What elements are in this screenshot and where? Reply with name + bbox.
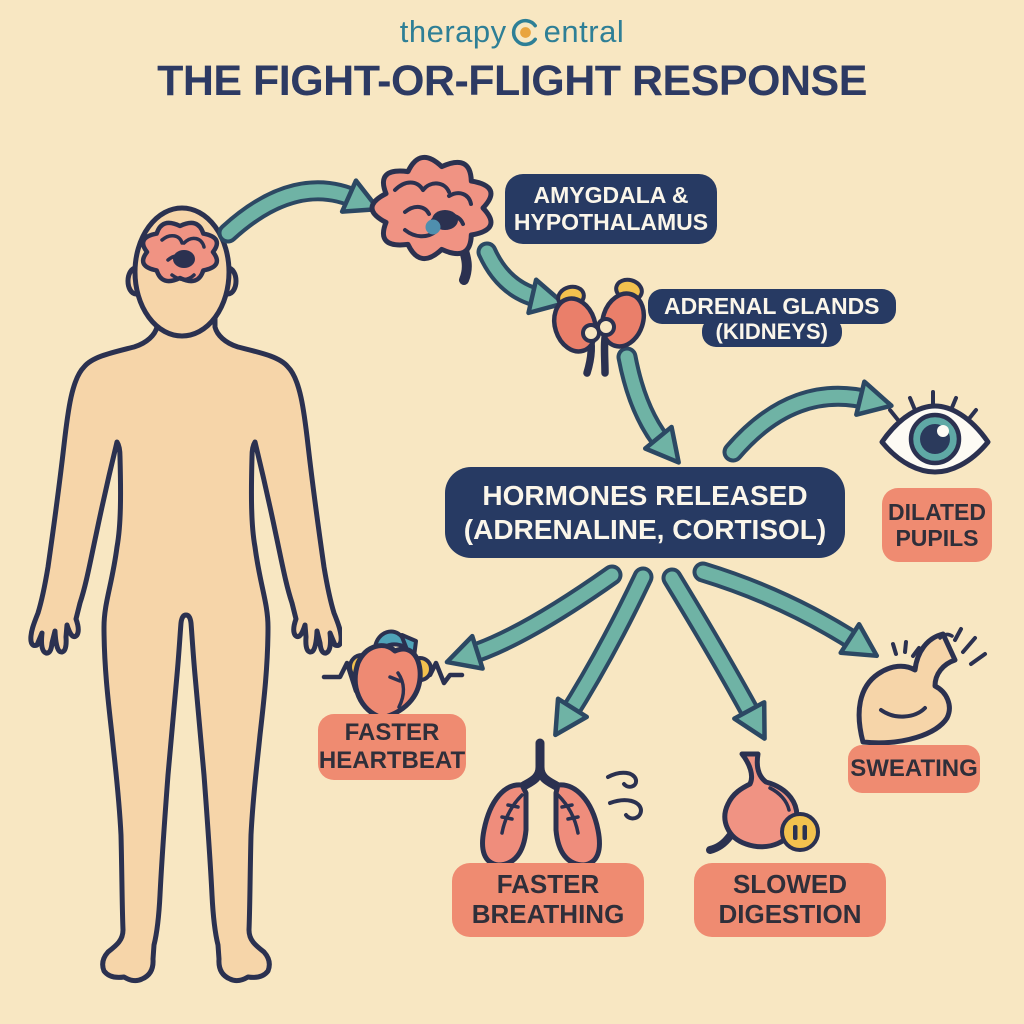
eye-icon: [879, 390, 991, 475]
badge-line: HYPOTHALAMUS: [513, 209, 709, 235]
arm-shape: [856, 631, 958, 746]
badge-line: ADRENAL GLANDS: [648, 289, 896, 324]
pause-bar-1: [793, 825, 798, 840]
badge-line: HEARTBEAT: [318, 747, 466, 774]
badge-line: BREATHING: [471, 899, 625, 929]
bicep-icon: [856, 627, 987, 746]
arrow-hormones-to-heart: [459, 568, 619, 663]
pause-bar-2: [802, 825, 807, 840]
arrow-hormones-to-bicep-head: [838, 621, 880, 659]
body-outline: [28, 310, 342, 984]
page-title: THE FIGHT-OR-FLIGHT RESPONSE: [157, 57, 867, 105]
pupil-highlight: [937, 425, 949, 437]
stomach-pause-icon: [706, 751, 820, 854]
hypothalamus-dot: [425, 219, 441, 235]
heart-ekg-icon: [321, 629, 465, 721]
arrow-hormones-to-lungs: [559, 570, 650, 725]
brain-icon: [369, 155, 494, 285]
arrow-head-to-brain: [221, 184, 367, 240]
badge-line: FASTER: [496, 869, 600, 900]
badge-line: SWEATING: [850, 755, 978, 783]
badge-faster-heartbeat: FASTER HEARTBEAT: [318, 714, 466, 780]
kidneys-adrenal-icon: [551, 277, 647, 377]
badge-line: (KIDNEYS): [701, 317, 842, 347]
arrow-hormones-to-pupils-head: [854, 379, 894, 417]
arrow-adrenal-to-hormones-head: [642, 424, 681, 465]
badge-line: DIGESTION: [718, 899, 862, 929]
arrow-hormones-to-lungs-head: [553, 696, 590, 738]
c-ring-icon: [511, 18, 537, 46]
arrow-hormones-to-stomach: [665, 571, 762, 728]
logo-text-prefix: therapy: [399, 14, 507, 49]
badge-sweating: SWEATING: [848, 745, 980, 793]
brand-logo: therapy entral: [0, 14, 1024, 50]
badge-line: AMYGDALA &: [533, 181, 689, 208]
badge-adrenal-glands: ADRENAL GLANDS (KIDNEYS): [648, 289, 896, 347]
human-body-figure: [28, 205, 342, 984]
badge-slowed-digestion: SLOWED DIGESTION: [694, 863, 886, 937]
motion-lines: [891, 627, 987, 666]
head-brain-icon: [140, 220, 220, 284]
badge-line: (ADRENALINE, CORTISOL): [463, 513, 827, 545]
badge-amygdala-hypothalamus: AMYGDALA & HYPOTHALAMUS: [505, 174, 717, 244]
badge-faster-breathing: FASTER BREATHING: [452, 863, 644, 937]
badge-line: PUPILS: [895, 525, 979, 551]
amygdala-dot: [173, 250, 195, 268]
kidney-notch-right: [596, 317, 616, 337]
badge-line: HORMONES RELEASED: [482, 480, 808, 512]
arrow-hormones-to-pupils: [726, 389, 879, 459]
pause-circle: [780, 812, 820, 852]
breath-swirl-2: [608, 798, 643, 821]
arrow-hormones-to-bicep: [696, 565, 867, 652]
lungs-icon: [480, 738, 643, 868]
heart-body: [352, 643, 423, 721]
logo-dot: [519, 26, 531, 38]
badge-dilated-pupils: DILATED PUPILS: [882, 488, 992, 562]
stomach-body: [722, 751, 800, 850]
arrow-head-to-brain-head: [339, 178, 381, 214]
badge-line: DILATED: [888, 498, 986, 525]
badge-line: SLOWED: [732, 869, 848, 900]
badge-hormones-released: HORMONES RELEASED (ADRENALINE, CORTISOL): [445, 467, 845, 558]
logo-text-suffix: entral: [543, 14, 625, 49]
arrow-hormones-to-stomach-head: [732, 700, 767, 741]
breath-swirl: [606, 770, 639, 789]
arrow-brain-to-adrenal-head: [526, 277, 566, 316]
badge-line: FASTER: [344, 719, 440, 747]
arrow-hormones-to-heart-head: [444, 633, 485, 671]
